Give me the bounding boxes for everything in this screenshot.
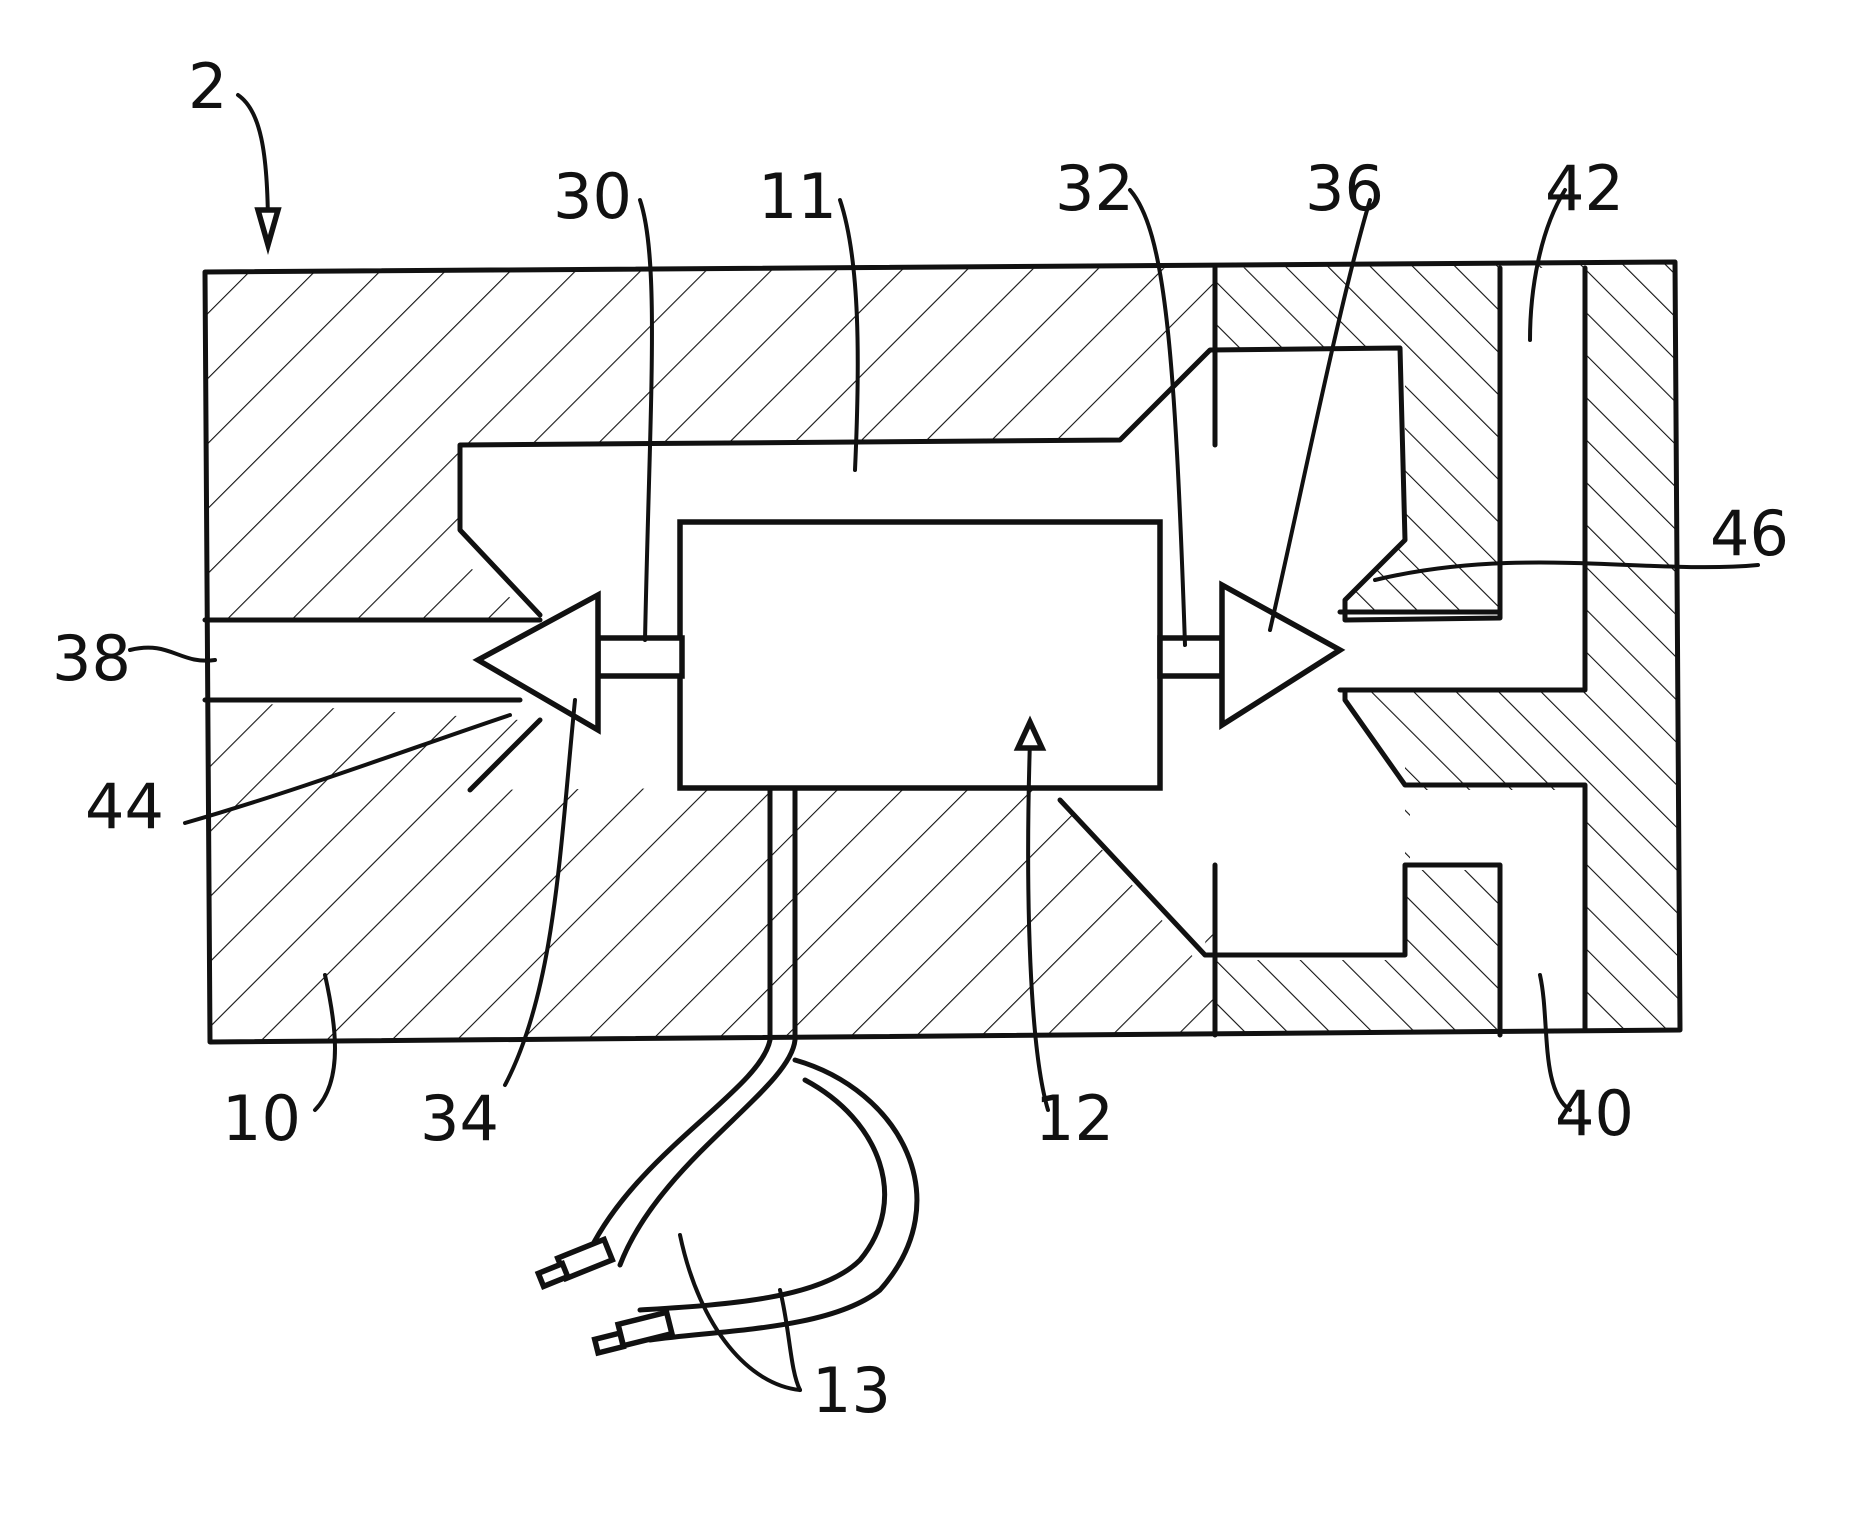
label-port-left: 38: [52, 622, 131, 695]
label-cone-right: 36: [1305, 152, 1384, 225]
label-seat-left: 44: [85, 770, 164, 843]
label-device: 2: [188, 50, 227, 123]
rod-right: [1160, 638, 1222, 676]
cone-right: [1222, 585, 1340, 725]
label-rod-right: 32: [1055, 152, 1134, 225]
actuator-block: [680, 522, 1160, 788]
label-port-top: 42: [1545, 152, 1624, 225]
rod-left: [598, 638, 682, 676]
label-cone-left: 34: [420, 1082, 499, 1155]
label-chamber: 11: [758, 160, 837, 233]
label-actuator: 12: [1035, 1082, 1114, 1155]
label-port-bottom: 40: [1555, 1077, 1634, 1150]
right-seat-port: [1340, 612, 1500, 690]
label-rod-left: 30: [553, 160, 632, 233]
label-seat-right: 46: [1710, 497, 1789, 570]
label-body: 10: [222, 1082, 301, 1155]
label-wires: 13: [812, 1354, 891, 1427]
